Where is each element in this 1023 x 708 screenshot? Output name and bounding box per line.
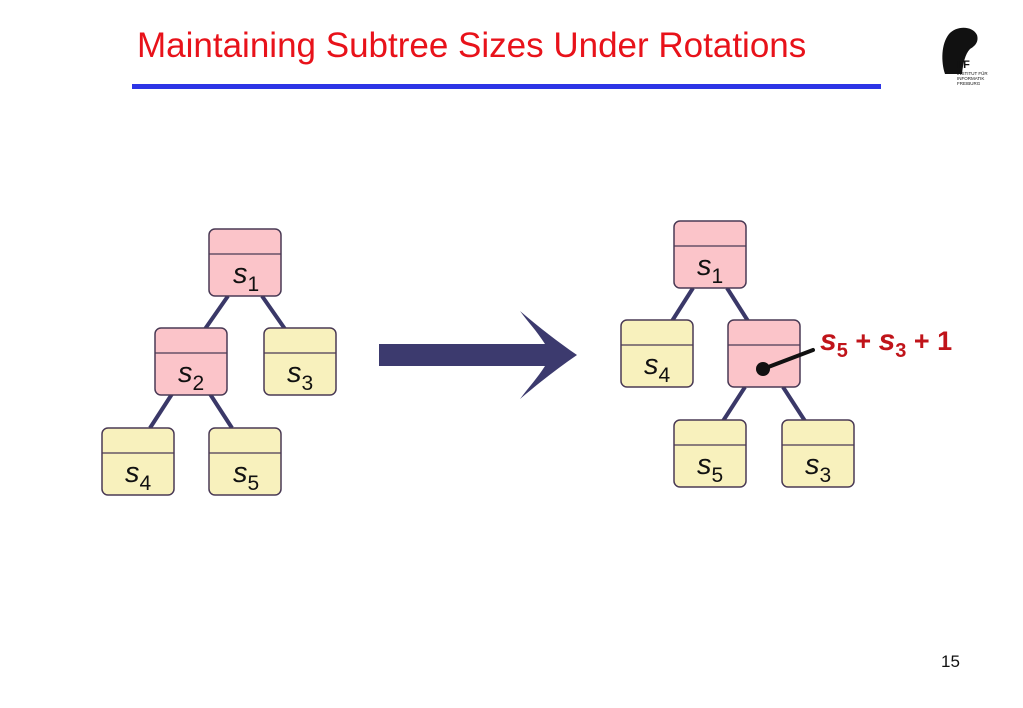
node-index: 1 bbox=[248, 273, 260, 296]
right-node-s4[interactable]: s4 bbox=[620, 319, 694, 388]
formula-index-b: 3 bbox=[895, 340, 906, 362]
node-symbol: s bbox=[125, 457, 140, 489]
node-box bbox=[727, 319, 801, 388]
edge-s1-s4 bbox=[670, 286, 695, 323]
left-node-s2[interactable]: s2 bbox=[154, 327, 228, 396]
right-node-new[interactable] bbox=[727, 319, 801, 388]
logo-line-3: FREIBURG bbox=[957, 81, 981, 86]
left-node-s5[interactable]: s5 bbox=[208, 427, 282, 496]
node-symbol: s bbox=[178, 357, 193, 389]
edge-s1-s2 bbox=[203, 294, 230, 331]
node-index: 3 bbox=[820, 464, 832, 487]
formula-plus-2: + 1 bbox=[906, 326, 952, 356]
page-number: 15 bbox=[941, 652, 960, 671]
node-box bbox=[208, 427, 282, 496]
rotation-arrow-icon bbox=[379, 311, 577, 399]
left-node-s4[interactable]: s4 bbox=[101, 427, 175, 496]
node-box bbox=[101, 427, 175, 496]
annotation-pointer-dot bbox=[756, 362, 770, 376]
node-symbol: s bbox=[644, 349, 659, 381]
edge-s2-s4 bbox=[148, 392, 174, 430]
right-node-s3[interactable]: s3 bbox=[781, 419, 855, 488]
svg-text:s5: s5 bbox=[697, 449, 723, 487]
annotation-pointer-line bbox=[761, 348, 815, 371]
node-symbol: s bbox=[287, 357, 302, 389]
node-box bbox=[208, 228, 282, 297]
slide-title: Maintaining Subtree Sizes Under Rotation… bbox=[137, 26, 807, 65]
svg-text:s3: s3 bbox=[287, 357, 313, 395]
node-index: 4 bbox=[659, 364, 671, 387]
formula-index-a: 5 bbox=[837, 340, 848, 362]
node-box bbox=[154, 327, 228, 396]
edge-new-s5 bbox=[721, 385, 747, 423]
iif-logo: IIF INSTITUT FÜR INFORMATIK FREIBURG bbox=[942, 27, 988, 86]
node-box bbox=[620, 319, 694, 388]
edge-s1-s3 bbox=[260, 294, 287, 331]
node-index: 4 bbox=[140, 472, 152, 495]
title-underline bbox=[132, 84, 881, 89]
node-index: 3 bbox=[302, 372, 314, 395]
edge-s2-s5 bbox=[208, 392, 234, 430]
node-box bbox=[673, 220, 747, 289]
right-tree: s1 s4 s5 s3 bbox=[620, 220, 855, 488]
svg-text:s4: s4 bbox=[125, 457, 152, 495]
node-index: 5 bbox=[248, 472, 260, 495]
node-index: 2 bbox=[193, 372, 205, 395]
node-index: 5 bbox=[712, 464, 724, 487]
logo-mark-shape bbox=[942, 27, 978, 74]
right-node-s1[interactable]: s1 bbox=[673, 220, 747, 289]
logo-line-1: INSTITUT FÜR bbox=[957, 70, 988, 76]
svg-text:s1: s1 bbox=[697, 250, 723, 288]
right-node-s5[interactable]: s5 bbox=[673, 419, 747, 488]
left-node-s1[interactable]: s1 bbox=[208, 228, 282, 297]
formula-plus-1: + bbox=[848, 326, 879, 356]
right-tree-edges bbox=[670, 286, 807, 423]
logo-line-2: INFORMATIK bbox=[957, 76, 984, 81]
edge-s1-new bbox=[725, 286, 750, 323]
node-symbol: s bbox=[233, 258, 248, 290]
node-box bbox=[673, 419, 747, 488]
formula-symbol-a: s bbox=[820, 324, 837, 357]
node-symbol: s bbox=[805, 449, 820, 481]
svg-text:s2: s2 bbox=[178, 357, 204, 395]
edge-new-s3 bbox=[781, 385, 807, 423]
node-symbol: s bbox=[697, 449, 712, 481]
svg-text:s3: s3 bbox=[805, 449, 831, 487]
node-symbol: s bbox=[233, 457, 248, 489]
node-box bbox=[781, 419, 855, 488]
svg-text:s1: s1 bbox=[233, 258, 259, 296]
left-tree: s1 s2 s3 s4 s5 bbox=[101, 228, 337, 496]
left-tree-edges bbox=[148, 294, 287, 430]
left-node-s3[interactable]: s3 bbox=[263, 327, 337, 396]
size-formula: s5 + s3 + 1 bbox=[820, 324, 952, 362]
node-symbol: s bbox=[697, 250, 712, 282]
formula-symbol-b: s bbox=[879, 324, 896, 357]
logo-mark-text: IIF bbox=[957, 59, 970, 71]
node-index: 1 bbox=[712, 265, 724, 288]
svg-text:s5: s5 bbox=[233, 457, 259, 495]
node-box bbox=[263, 327, 337, 396]
svg-text:s4: s4 bbox=[644, 349, 671, 387]
